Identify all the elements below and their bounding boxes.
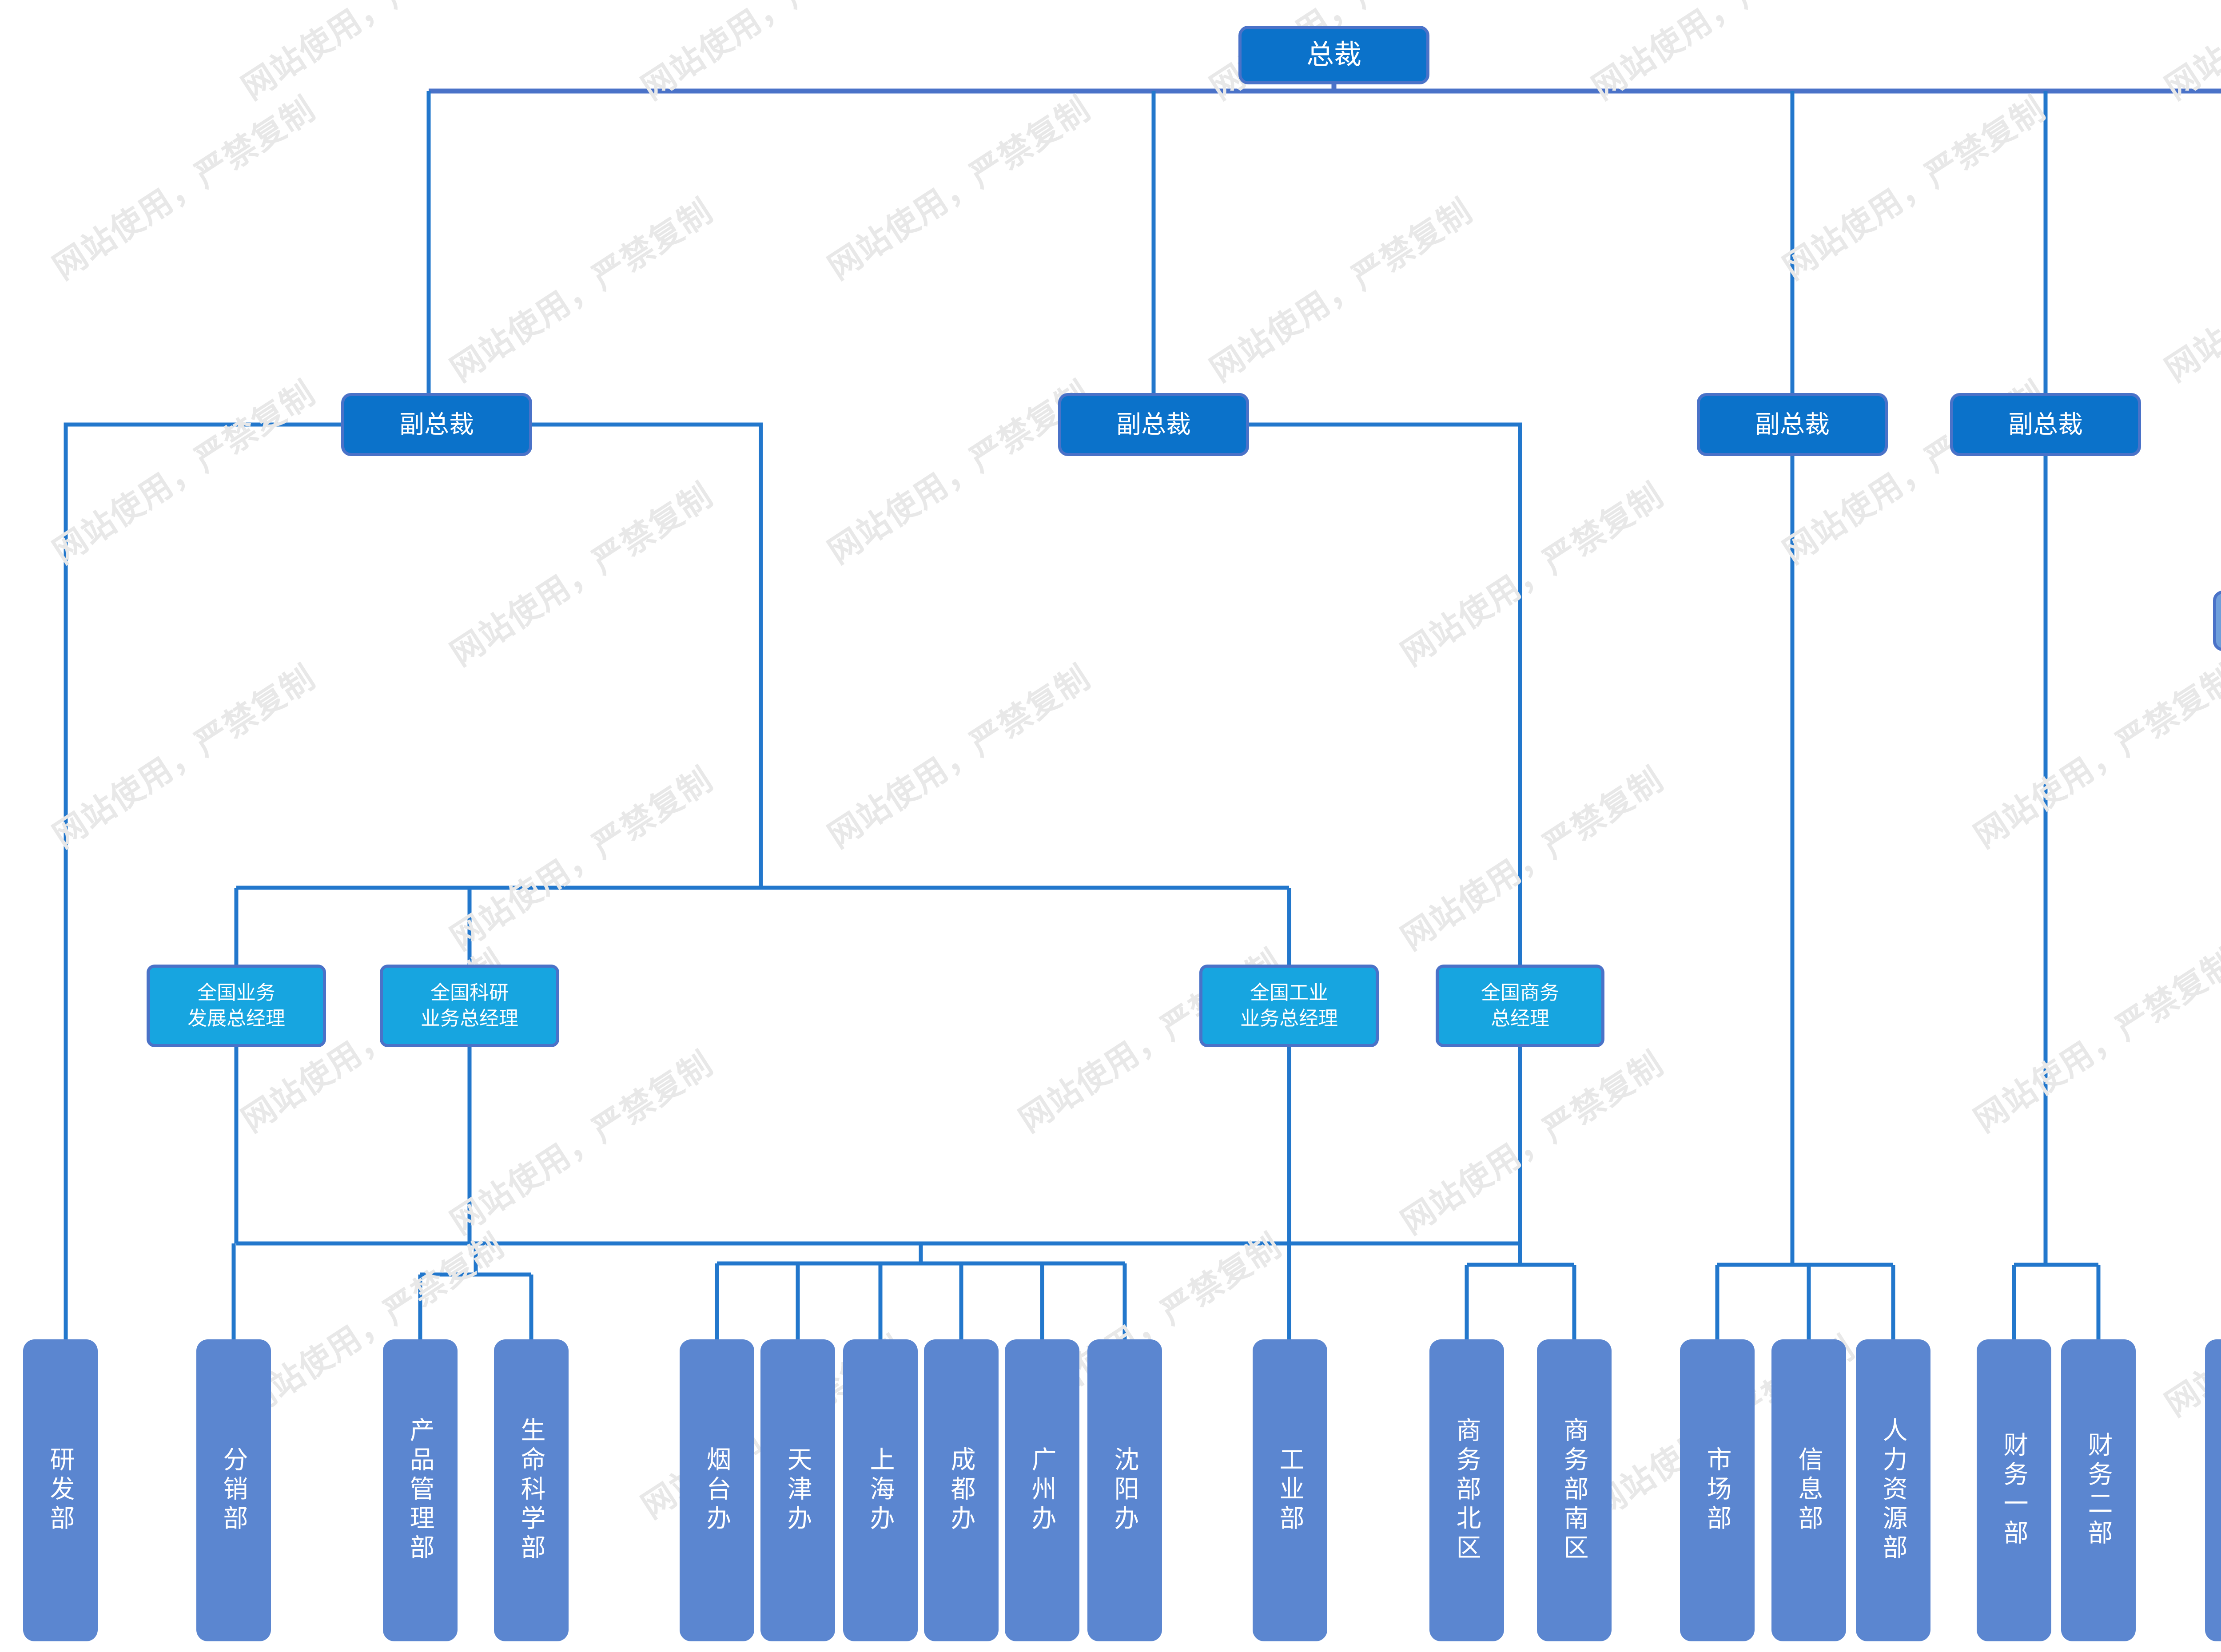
node-president-assistant[interactable]: 总裁助理 — [2213, 591, 2221, 651]
node-vice-president-4-label: 副总裁 — [2008, 410, 2083, 439]
node-department[interactable]: 办公室 — [2205, 1339, 2221, 1641]
node-president[interactable]: 总裁 — [1238, 26, 1429, 84]
node-department[interactable]: 市场部 — [1680, 1339, 1755, 1641]
node-president-label: 总裁 — [1306, 40, 1361, 71]
node-gm-3-label: 全国工业业务总经理 — [1240, 981, 1338, 1029]
node-department[interactable]: 上海办 — [843, 1339, 918, 1641]
node-vice-president-3-label: 副总裁 — [1755, 410, 1830, 439]
node-department[interactable]: 产品管理部 — [383, 1339, 458, 1641]
connector-vp1-right-to-gm-bus — [532, 422, 763, 888]
node-department-label: 财务一部 — [2000, 1432, 2028, 1549]
node-department[interactable]: 财务二部 — [2061, 1339, 2136, 1641]
node-department-label: 广州办 — [1028, 1446, 1056, 1534]
node-vice-president-1-label: 副总裁 — [399, 410, 474, 439]
node-department[interactable]: 人力资源部 — [1856, 1339, 1930, 1641]
node-department-label: 研发部 — [46, 1446, 75, 1534]
node-department[interactable]: 分销部 — [196, 1339, 271, 1641]
node-department[interactable]: 商务部北区 — [1429, 1339, 1504, 1641]
connector-vp1-left-to-rnd — [64, 422, 341, 1339]
node-department-label: 沈阳办 — [1110, 1446, 1139, 1534]
node-department[interactable]: 信息部 — [1771, 1339, 1846, 1641]
node-department-label: 工业部 — [1276, 1446, 1304, 1534]
node-department-label: 烟台办 — [703, 1446, 731, 1534]
node-department[interactable]: 成都办 — [924, 1339, 999, 1641]
node-gm-national-industry[interactable]: 全国工业业务总经理 — [1199, 965, 1379, 1047]
node-gm-2-label: 全国科研业务总经理 — [421, 981, 518, 1029]
node-gm-4-label: 全国商务总经理 — [1481, 981, 1559, 1029]
node-vice-president-3[interactable]: 副总裁 — [1697, 393, 1888, 456]
node-department-label: 上海办 — [866, 1446, 895, 1534]
node-gm-national-research[interactable]: 全国科研业务总经理 — [380, 965, 559, 1047]
node-department[interactable]: 商务部南区 — [1537, 1339, 1612, 1641]
node-vice-president-2[interactable]: 副总裁 — [1058, 393, 1249, 456]
node-gm-1-label: 全国业务发展总经理 — [187, 981, 285, 1029]
node-department-label: 分销部 — [219, 1446, 248, 1534]
node-department-label: 信息部 — [1795, 1446, 1823, 1534]
node-department[interactable]: 沈阳办 — [1087, 1339, 1162, 1641]
node-department-label: 成都办 — [947, 1446, 975, 1534]
node-department-label: 市场部 — [1703, 1446, 1731, 1534]
node-department[interactable]: 财务一部 — [1977, 1339, 2051, 1641]
node-department-label: 人力资源部 — [1879, 1417, 1907, 1564]
node-vice-president-4[interactable]: 副总裁 — [1950, 393, 2141, 456]
node-department[interactable]: 研发部 — [23, 1339, 98, 1641]
node-vice-president-1[interactable]: 副总裁 — [341, 393, 532, 456]
node-department[interactable]: 天津办 — [760, 1339, 835, 1641]
connector-vp2-right-to-commerce — [1249, 422, 1522, 888]
node-department-label: 生命科学部 — [517, 1417, 545, 1564]
node-department[interactable]: 工业部 — [1253, 1339, 1327, 1641]
node-gm-national-commerce[interactable]: 全国商务总经理 — [1436, 965, 1604, 1047]
node-department-label: 商务部南区 — [1560, 1417, 1588, 1564]
node-department-label: 产品管理部 — [406, 1417, 434, 1564]
node-department-label: 商务部北区 — [1453, 1417, 1481, 1564]
node-gm-national-business-development[interactable]: 全国业务发展总经理 — [147, 965, 326, 1047]
node-department[interactable]: 生命科学部 — [494, 1339, 569, 1641]
node-department[interactable]: 广州办 — [1005, 1339, 1079, 1641]
node-department-label: 财务二部 — [2084, 1432, 2113, 1549]
node-vice-president-2-label: 副总裁 — [1116, 410, 1191, 439]
node-department[interactable]: 烟台办 — [680, 1339, 754, 1641]
node-department-label: 天津办 — [784, 1446, 812, 1534]
